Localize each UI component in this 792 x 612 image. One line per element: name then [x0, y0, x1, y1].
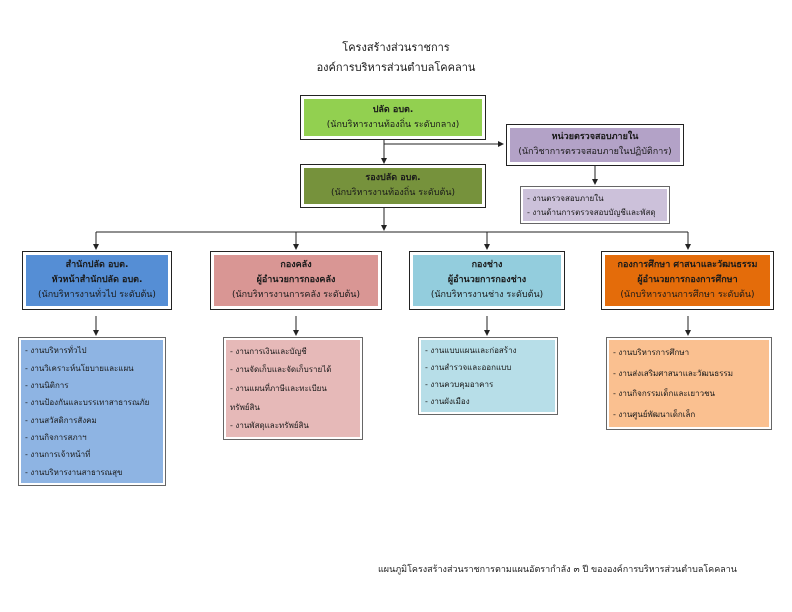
department-fill: กองการศึกษา ศาสนาและวัฒนธรรม ผู้อำนวยการ… [605, 255, 770, 306]
department-fill: กองช่าง ผู้อำนวยการกองช่าง (นักบริหารงาน… [413, 255, 561, 306]
department-head: ผู้อำนวยการกองช่าง [447, 275, 527, 285]
department-head-rank: (นักบริหารงานทั่วไป ระดับต้น) [38, 290, 156, 300]
list-item: - งานตรวจสอบภายใน [527, 193, 604, 203]
list-item: - งานสำรวจและออกแบบ [425, 363, 512, 372]
task-list-finance: - งานการเงินและบัญชี - งานจัดเก็บและจัดเ… [223, 337, 363, 440]
list-item: - งานจัดเก็บและจัดเก็บรายได้ [230, 365, 332, 375]
task-list-public-works: - งานแบบแผนและก่อสร้าง - งานสำรวจและออกแ… [418, 337, 558, 415]
list-item: - งานการเจ้าหน้าที่ [25, 450, 91, 460]
department-head: หัวหน้าสำนักปลัด อบต. [51, 275, 143, 285]
list-item: - งานส่งเสริมศาสนาและวัฒนธรรม [613, 368, 733, 378]
list-item: - งานการเงินและบัญชี [230, 346, 307, 356]
list-item: - งานควบคุมอาคาร [425, 380, 494, 389]
task-list-fill: - งานบริหารทั่วไป - งานวิเคราะห์นโยบายแล… [21, 340, 163, 483]
task-list-fill: - งานบริหารการศึกษา - งานส่งเสริมศาสนาแล… [609, 340, 769, 427]
organization-name: องค์การบริหารส่วนตำบลโคคลาน [316, 61, 476, 74]
department-name: สำนักปลัด อบต. [65, 260, 129, 270]
task-list-fill: - งานการเงินและบัญชี - งานจัดเก็บและจัดเ… [226, 340, 360, 437]
list-item: - งานบริหารทั่วไป [25, 346, 87, 356]
internal-audit-task-list: - งานตรวจสอบภายใน - งานด้านการตรวจสอบบัญ… [520, 186, 670, 224]
chief-administrator-box[interactable]: ปลัด อบต. (นักบริหารงานท้องถิ่น ระดับกลา… [300, 95, 486, 140]
department-name: กองช่าง [471, 260, 503, 270]
department-name: กองการศึกษา ศาสนาและวัฒนธรรม [617, 260, 758, 270]
department-fill: สำนักปลัด อบต. หัวหน้าสำนักปลัด อบต. (นั… [26, 255, 168, 306]
list-item: - งานนิติการ [25, 380, 69, 390]
department-box-education[interactable]: กองการศึกษา ศาสนาและวัฒนธรรม ผู้อำนวยการ… [601, 251, 774, 310]
internal-audit-subtitle: (นักวิชาการตรวจสอบภายในปฏิบัติการ) [518, 147, 672, 157]
department-box-finance[interactable]: กองคลัง ผู้อำนวยการกองคลัง (นักบริหารงาน… [210, 251, 382, 310]
internal-audit-task-list-fill: - งานตรวจสอบภายใน - งานด้านการตรวจสอบบัญ… [523, 189, 667, 221]
list-item: - งานบริหารการศึกษา [613, 347, 690, 357]
deputy-administrator-box[interactable]: รองปลัด อบต. (นักบริหารงานท้องถิ่น ระดับ… [300, 164, 486, 208]
task-list-education: - งานบริหารการศึกษา - งานส่งเสริมศาสนาแล… [606, 337, 772, 430]
internal-audit-title: หน่วยตรวจสอบภายใน [551, 132, 639, 142]
list-item: - งานกิจกรรมเด็กและเยาวชน [613, 389, 715, 399]
footer-caption: แผนภูมิโครงสร้างส่วนราชการตามแผนอัตรากำล… [378, 565, 737, 575]
list-item: - งานสวัสดิการสังคม [25, 415, 97, 425]
department-head-rank: (นักบริหารงานการศึกษา ระดับต้น) [620, 290, 755, 300]
chief-administrator-subtitle: (นักบริหารงานท้องถิ่น ระดับกลาง) [326, 119, 460, 130]
department-box-public-works[interactable]: กองช่าง ผู้อำนวยการกองช่าง (นักบริหารงาน… [409, 251, 565, 310]
department-head-rank: (นักบริหารงานช่าง ระดับต้น) [430, 290, 544, 300]
department-head-rank: (นักบริหารงานการคลัง ระดับต้น) [232, 290, 360, 300]
department-name: กองคลัง [280, 260, 312, 270]
list-item: - งานผังเมือง [425, 397, 470, 406]
list-item: - งานวิเคราะห์นโยบายและแผน [25, 363, 134, 373]
department-head: ผู้อำนวยการกองคลัง [256, 275, 336, 285]
task-list-fill: - งานแบบแผนและก่อสร้าง - งานสำรวจและออกแ… [421, 340, 555, 412]
list-item: - งานศูนย์พัฒนาเด็กเล็ก [613, 410, 696, 420]
chief-administrator-fill: ปลัด อบต. (นักบริหารงานท้องถิ่น ระดับกลา… [304, 99, 482, 136]
task-list-office-of-the-chief: - งานบริหารทั่วไป - งานวิเคราะห์นโยบายแล… [18, 337, 166, 486]
department-box-office-of-the-chief[interactable]: สำนักปลัด อบต. หัวหน้าสำนักปลัด อบต. (นั… [22, 251, 172, 310]
list-item: - งานแผนที่ภาษีและทะเบียน [230, 383, 327, 393]
list-item: - งานพัสดุและทรัพย์สิน [230, 421, 309, 431]
chart-title: โครงสร้างส่วนราชการ [342, 41, 450, 54]
list-item: - งานแบบแผนและก่อสร้าง [425, 346, 517, 355]
department-fill: กองคลัง ผู้อำนวยการกองคลัง (นักบริหารงาน… [214, 255, 378, 306]
list-item: ทรัพย์สิน [230, 402, 260, 412]
internal-audit-box[interactable]: หน่วยตรวจสอบภายใน (นักวิชาการตรวจสอบภายใ… [506, 124, 684, 166]
deputy-administrator-subtitle: (นักบริหารงานท้องถิ่น ระดับต้น) [330, 188, 455, 198]
deputy-administrator-fill: รองปลัด อบต. (นักบริหารงานท้องถิ่น ระดับ… [304, 168, 482, 204]
list-item: - งานป้องกันและบรรเทาสาธารณภัย [25, 398, 150, 408]
deputy-administrator-title: รองปลัด อบต. [365, 173, 421, 183]
list-item: - งานบริหารงานสาธารณสุข [25, 467, 123, 477]
list-item: - งานกิจการสภาฯ [25, 433, 87, 443]
list-item: - งานด้านการตรวจสอบบัญชีและพัสดุ [527, 207, 656, 217]
department-head: ผู้อำนวยการกองการศึกษา [637, 275, 738, 285]
internal-audit-fill: หน่วยตรวจสอบภายใน (นักวิชาการตรวจสอบภายใ… [510, 128, 680, 162]
chief-administrator-title: ปลัด อบต. [372, 104, 414, 115]
